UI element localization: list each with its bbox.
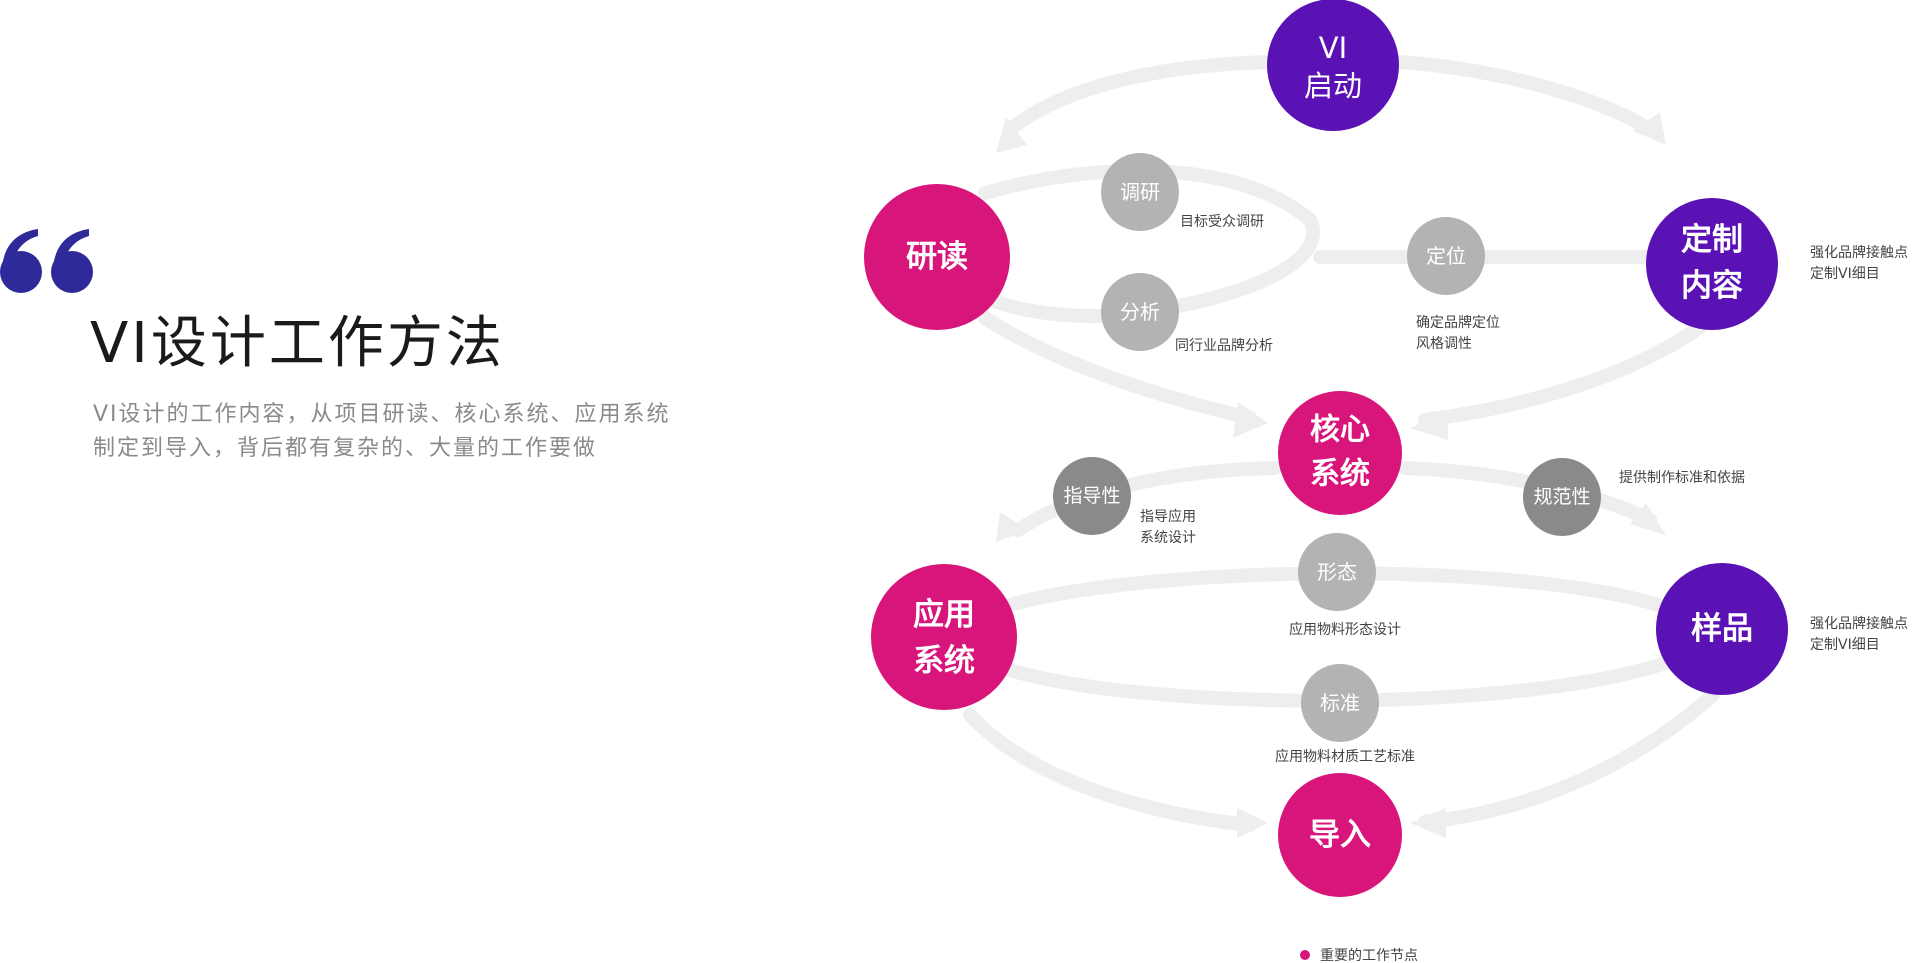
note-custom-1: 强化品牌接触点 <box>1810 244 1908 261</box>
note-sample-2: 定制VI细目 <box>1810 637 1880 653</box>
node-application-line2: 系统 <box>913 643 975 679</box>
note-survey: 目标受众调研 <box>1180 214 1264 230</box>
subtitle-line-1: VI设计的工作内容，从项目研读、核心系统、应用系统 <box>93 402 671 427</box>
sub-positioning-label: 定位 <box>1426 244 1466 268</box>
arrow-to-research-icon <box>996 117 1027 153</box>
legend-dot-icon <box>1300 950 1310 960</box>
sub-node-survey: 调研 <box>1101 153 1179 231</box>
node-custom-line2: 内容 <box>1681 268 1743 304</box>
node-application-line1: 应用 <box>913 597 975 633</box>
arrow-to-custom-icon <box>1633 112 1666 145</box>
node-import-label: 导入 <box>1309 817 1371 853</box>
note-guidance-2: 系统设计 <box>1140 530 1196 546</box>
sub-node-normative: 规范性 <box>1523 458 1601 536</box>
node-core-line1: 核心 <box>1310 413 1370 448</box>
note-positioning-1: 确定品牌定位 <box>1416 314 1500 331</box>
quote-mark-icon <box>0 229 93 293</box>
sub-standard-label: 标准 <box>1320 691 1360 715</box>
note-normative: 提供制作标准和依据 <box>1619 470 1745 486</box>
arrow-to-import-right-icon <box>1410 808 1446 838</box>
legend: 重要的工作节点 <box>1300 948 1418 963</box>
main-node-core: 核心 系统 <box>1278 391 1402 515</box>
sub-normative-label: 规范性 <box>1533 486 1590 508</box>
legend-label: 重要的工作节点 <box>1320 948 1418 963</box>
main-node-start: VI 启动 <box>1267 0 1399 131</box>
sub-analysis-label: 分析 <box>1120 300 1160 324</box>
subtitle-line-2: 制定到导入，背后都有复杂的、大量的工作要做 <box>93 436 598 461</box>
main-node-sample: 样品 <box>1656 563 1788 695</box>
note-analysis: 同行业品牌分析 <box>1175 337 1273 354</box>
sub-guidance-label: 指导性 <box>1063 485 1120 507</box>
page-title: VI设计工作方法 <box>90 311 505 376</box>
sub-node-guidance: 指导性 <box>1053 457 1131 535</box>
sub-node-form: 形态 <box>1298 533 1376 611</box>
arrow-to-core-right-icon <box>1410 410 1448 440</box>
node-core-line2: 系统 <box>1310 457 1370 492</box>
arrow-to-import-left-icon <box>1237 808 1268 838</box>
note-sample-1: 强化品牌接触点 <box>1810 615 1908 632</box>
sub-survey-label: 调研 <box>1120 180 1160 204</box>
arrowheads <box>996 112 1666 838</box>
node-start-line2: 启动 <box>1304 69 1362 103</box>
note-form: 应用物料形态设计 <box>1289 621 1401 638</box>
sub-form-label: 形态 <box>1317 560 1357 584</box>
node-custom-line1: 定制 <box>1681 222 1743 258</box>
arrow-to-application-icon <box>996 512 1028 542</box>
main-node-custom: 定制 内容 <box>1646 198 1778 330</box>
sub-node-positioning: 定位 <box>1407 217 1485 295</box>
sub-node-standard: 标准 <box>1301 664 1379 742</box>
note-guidance-1: 指导应用 <box>1140 508 1196 525</box>
main-node-import: 导入 <box>1278 773 1402 897</box>
main-node-research: 研读 <box>864 184 1010 330</box>
note-positioning-2: 风格调性 <box>1416 336 1472 352</box>
main-node-application: 应用 系统 <box>871 564 1017 710</box>
node-sample-label: 样品 <box>1691 611 1753 647</box>
node-start-line1: VI <box>1319 31 1347 65</box>
arrow-to-sample-icon <box>1630 503 1666 535</box>
note-standard: 应用物料材质工艺标准 <box>1275 748 1415 765</box>
sub-node-analysis: 分析 <box>1101 273 1179 351</box>
note-custom-2: 定制VI细目 <box>1810 266 1880 282</box>
arrow-to-core-left-icon <box>1233 402 1268 438</box>
node-research-label: 研读 <box>906 239 968 275</box>
